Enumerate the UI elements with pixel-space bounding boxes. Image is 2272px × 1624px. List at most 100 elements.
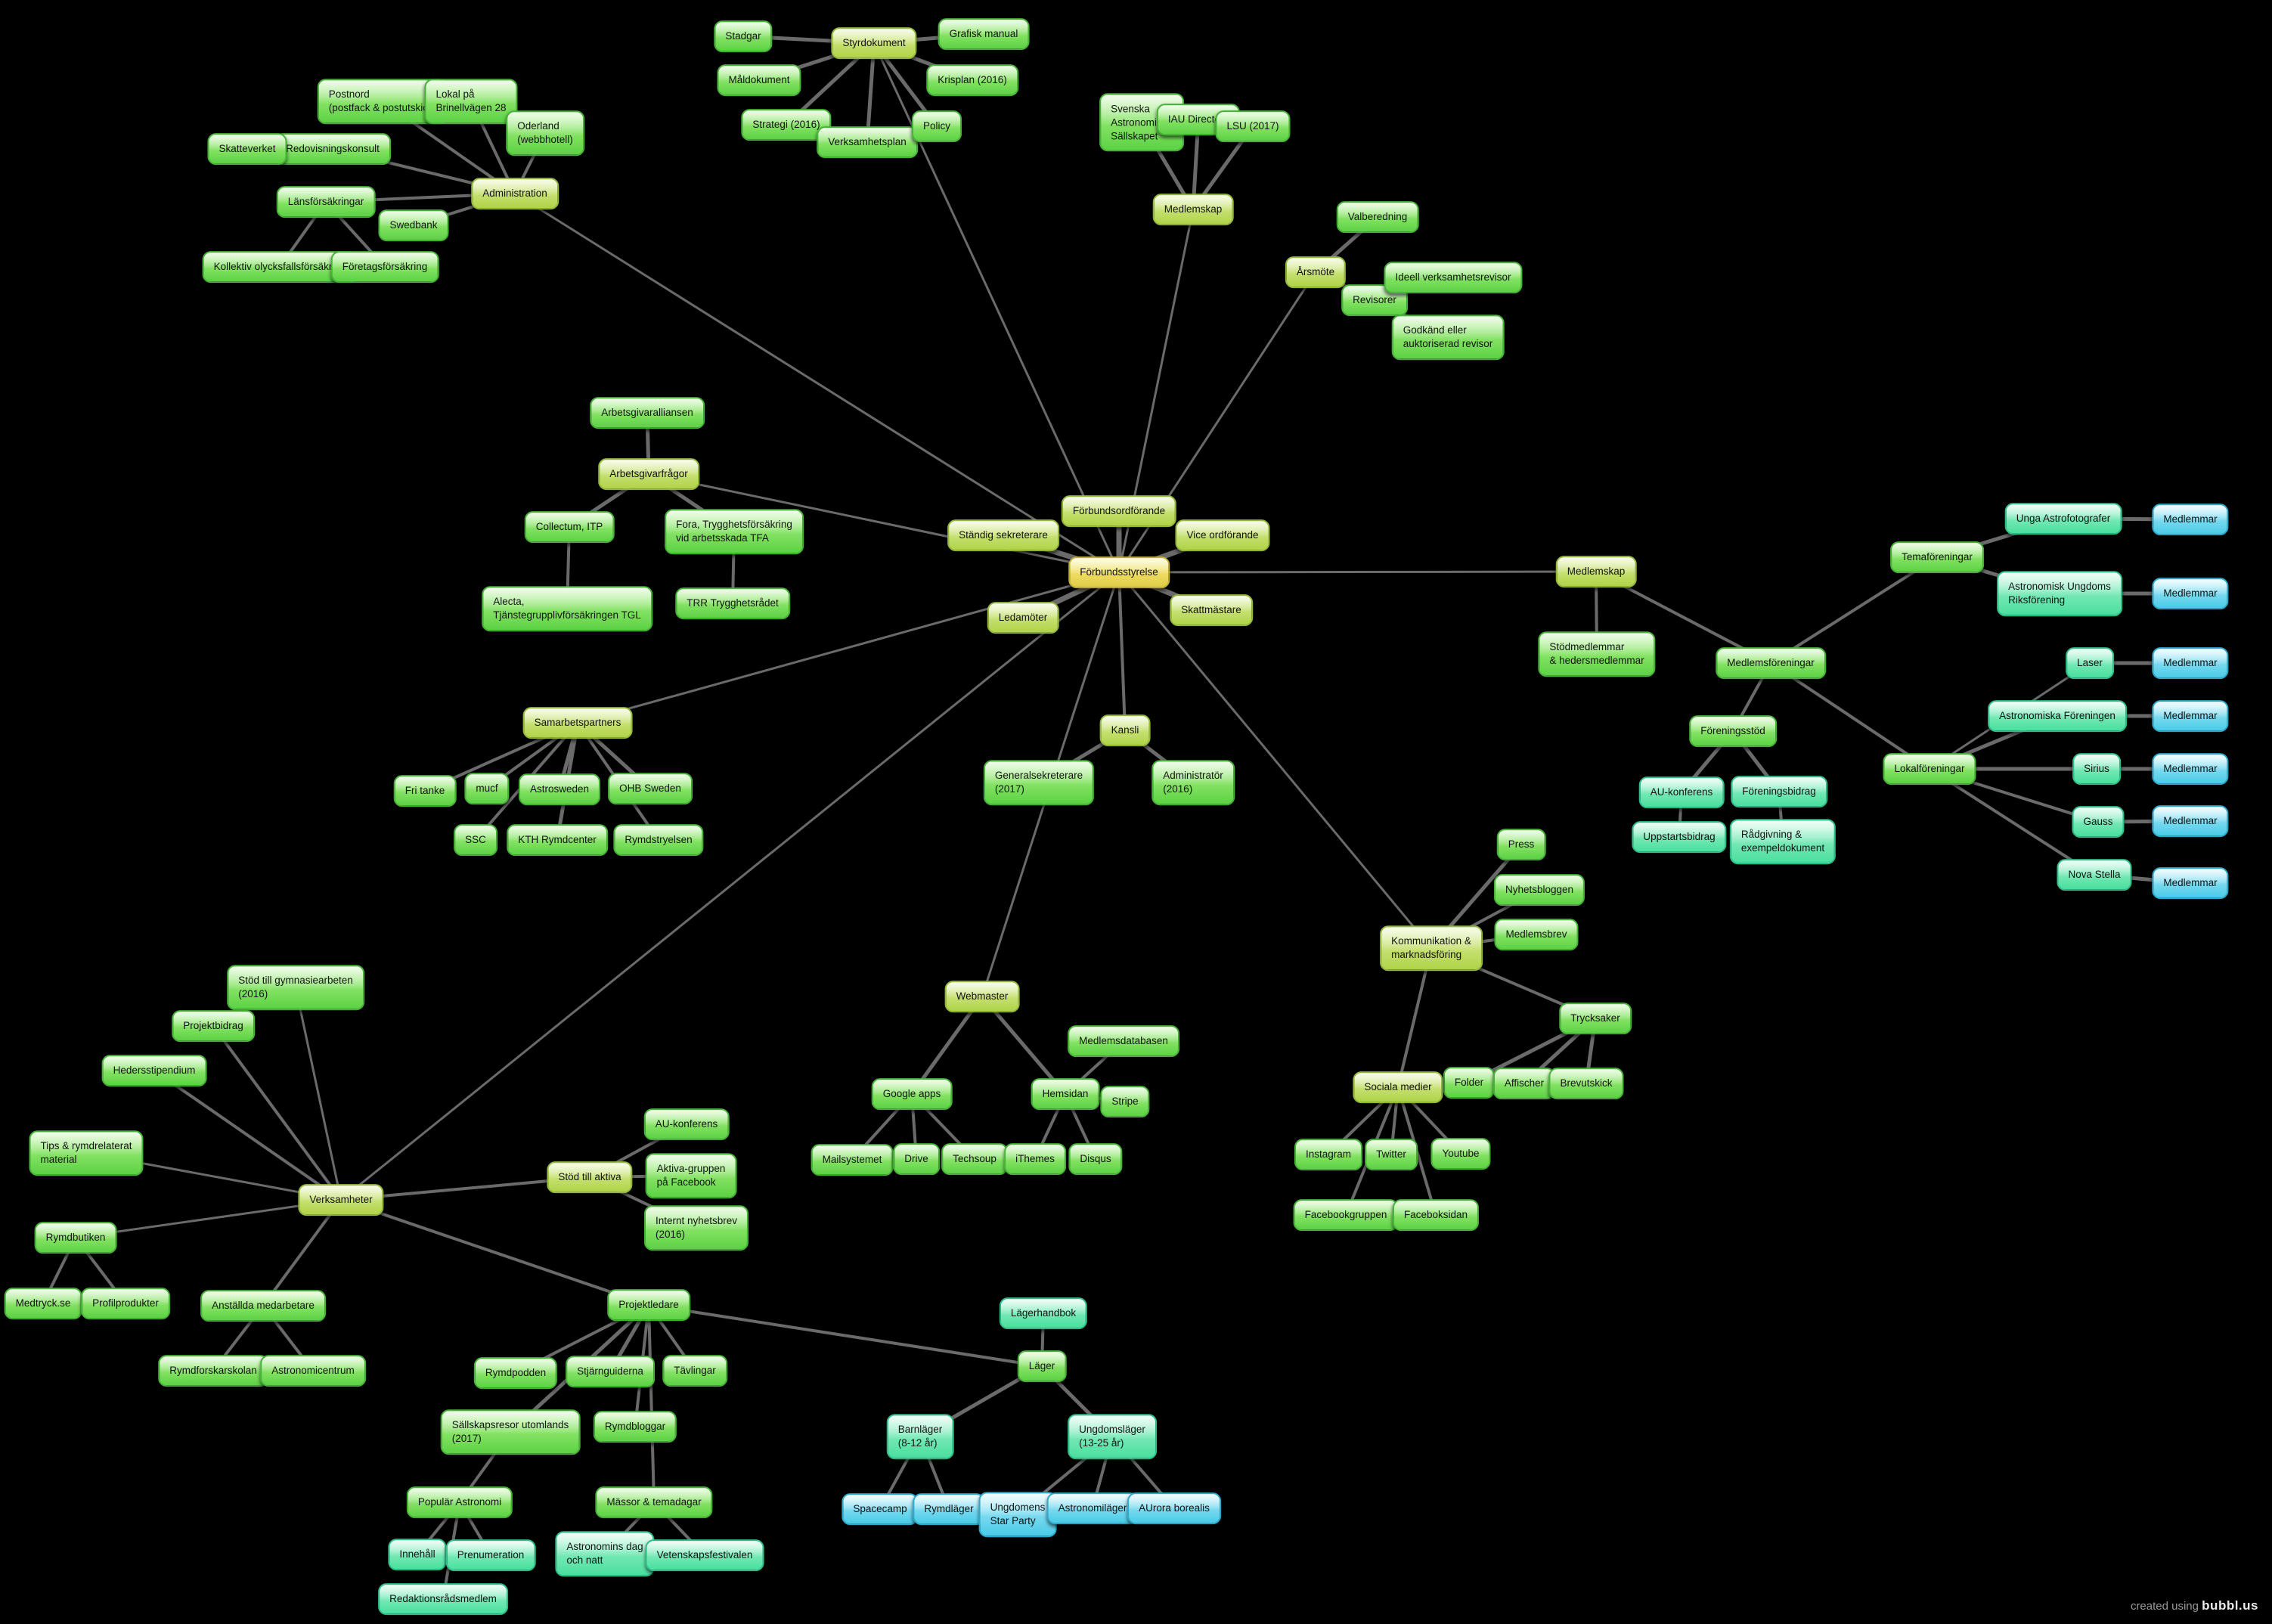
node-vice-ordforande[interactable]: Vice ordförande (1175, 519, 1270, 551)
node-arbetsgivaralliansen[interactable]: Arbetsgivaralliansen (590, 397, 705, 429)
node-medlemsforeningar[interactable]: Medlemsföreningar (1716, 647, 1826, 679)
node-instagram[interactable]: Instagram (1294, 1139, 1363, 1170)
node-au-konferens-right[interactable]: AU-konferens (1638, 776, 1725, 808)
node-medlemsbrev[interactable]: Medlemsbrev (1494, 919, 1579, 950)
node-kommunikation[interactable]: Kommunikation & marknadsföring (1380, 925, 1483, 971)
node-disqus[interactable]: Disqus (1068, 1143, 1123, 1175)
node-medlemmar-6[interactable]: Medlemmar (2152, 805, 2229, 837)
node-tips-rymdrelaterat[interactable]: Tips & rymdrelaterat material (29, 1130, 144, 1176)
node-medlemmar-7[interactable]: Medlemmar (2152, 867, 2229, 899)
node-astronomins-dag[interactable]: Astronomins dag och natt (555, 1531, 655, 1576)
node-innehall[interactable]: Innehåll (388, 1539, 447, 1570)
node-sirius[interactable]: Sirius (2072, 753, 2121, 785)
node-ideell-verksamhetsrevisor[interactable]: Ideell verksamhetsrevisor (1384, 262, 1523, 293)
node-mucf[interactable]: mucf (464, 773, 510, 804)
node-forbundsstyrelse[interactable]: Förbundsstyrelse (1068, 556, 1170, 588)
node-hemsidan[interactable]: Hemsidan (1031, 1078, 1100, 1110)
node-spacecamp[interactable]: Spacecamp (842, 1493, 919, 1525)
node-ssc[interactable]: SSC (454, 824, 497, 856)
node-foreningsbidrag[interactable]: Föreningsbidrag (1731, 776, 1827, 807)
node-aktiva-gruppen[interactable]: Aktiva-gruppen på Facebook (645, 1153, 737, 1198)
node-rymdbloggar[interactable]: Rymdbloggar (593, 1411, 677, 1443)
node-astronomisk-ungdoms-riksforening[interactable]: Astronomisk Ungdoms Riksförening (1997, 571, 2122, 616)
node-medlemmar-3[interactable]: Medlemmar (2152, 647, 2229, 679)
node-trr[interactable]: TRR Trygghetsrådet (675, 587, 790, 619)
node-uppstartsbidrag[interactable]: Uppstartsbidrag (1632, 821, 1727, 853)
node-rymdpodden[interactable]: Rymdpodden (473, 1357, 558, 1389)
node-webmaster[interactable]: Webmaster (944, 981, 1020, 1012)
node-kansli[interactable]: Kansli (1099, 714, 1151, 746)
node-hedersstipendium[interactable]: Hedersstipendium (101, 1055, 207, 1086)
node-astronomilager[interactable]: Astronomiläger (1046, 1492, 1139, 1524)
node-tavlingar[interactable]: Tävlingar (662, 1355, 727, 1387)
node-facebookgruppen[interactable]: Facebookgruppen (1293, 1199, 1399, 1231)
node-revisorer[interactable]: Revisorer (1341, 284, 1408, 316)
node-stadgar[interactable]: Stadgar (714, 20, 773, 52)
node-brevutskick[interactable]: Brevutskick (1548, 1068, 1624, 1099)
node-twitter[interactable]: Twitter (1365, 1139, 1418, 1170)
node-kth-rymdcenter[interactable]: KTH Rymdcenter (507, 824, 608, 856)
node-stjarnguiderna[interactable]: Stjärnguiderna (566, 1356, 655, 1387)
node-styrdokument[interactable]: Styrdokument (831, 27, 917, 59)
node-generalsekreterare[interactable]: Generalsekreterare (2017) (983, 760, 1095, 805)
node-ithemes[interactable]: iThemes (1004, 1143, 1066, 1175)
node-medlemmar-4[interactable]: Medlemmar (2152, 700, 2229, 732)
node-fora-tfa[interactable]: Fora, Trygghetsförsäkring vid arbetsskad… (665, 509, 804, 554)
node-folder[interactable]: Folder (1443, 1067, 1496, 1099)
node-verksamheter[interactable]: Verksamheter (298, 1184, 384, 1216)
node-lokalforeningar[interactable]: Lokalföreningar (1883, 753, 1976, 785)
node-astronomicentrum[interactable]: Astronomicentrum (260, 1355, 366, 1387)
node-sociala-medier[interactable]: Sociala medier (1353, 1071, 1443, 1103)
node-nyhetsbloggen[interactable]: Nyhetsbloggen (1493, 874, 1585, 906)
node-fri-tanke[interactable]: Fri tanke (393, 775, 457, 807)
node-massor-temadagar[interactable]: Mässor & temadagar (595, 1486, 713, 1518)
node-krisplan[interactable]: Krisplan (2016) (926, 64, 1018, 96)
node-skattmastare[interactable]: Skattmästare (1170, 594, 1253, 626)
node-verksamhetsplan[interactable]: Verksamhetsplan (817, 126, 918, 158)
node-youtube[interactable]: Youtube (1430, 1138, 1491, 1170)
node-astrosweden[interactable]: Astrosweden (518, 773, 601, 805)
node-godkand-revisor[interactable]: Godkänd eller auktoriserad revisor (1391, 315, 1505, 360)
node-projektbidrag[interactable]: Projektbidrag (172, 1010, 255, 1042)
node-alecta-tgl[interactable]: Alecta, Tjänstegrupplivförsäkringen TGL (482, 586, 652, 631)
node-iau-directory[interactable]: IAU Directory (1156, 104, 1241, 135)
node-lagerhandbok[interactable]: Lägerhandbok (999, 1297, 1088, 1329)
node-maldokument[interactable]: Måldokument (717, 64, 801, 96)
node-ohb-sweden[interactable]: OHB Sweden (608, 773, 693, 804)
node-temaforeningar[interactable]: Temaföreningar (1890, 541, 1984, 573)
node-administrator[interactable]: Administratör (2016) (1151, 760, 1235, 805)
node-arsmote[interactable]: Årsmöte (1285, 256, 1347, 288)
node-medlemskap-right[interactable]: Medlemskap (1555, 556, 1637, 587)
node-popular-astronomi[interactable]: Populär Astronomi (406, 1486, 513, 1518)
node-barnlager[interactable]: Barnläger (8-12 år) (886, 1414, 954, 1459)
node-techsoup[interactable]: Techsoup (941, 1143, 1008, 1175)
node-anstallda-medarbetare[interactable]: Anställda medarbetare (200, 1290, 326, 1322)
node-radgivning[interactable]: Rådgivning & exempeldokument (1729, 819, 1837, 864)
node-standig-sekreterare[interactable]: Ständig sekreterare (947, 519, 1059, 551)
node-unga-astrofotografer[interactable]: Unga Astrofotografer (2004, 503, 2122, 535)
node-oderland[interactable]: Oderland (webbhotell) (506, 110, 584, 156)
node-ungdomens-star-party[interactable]: Ungdomens Star Party (978, 1492, 1057, 1537)
node-kollektiv-olycksfall[interactable]: Kollektiv olycksfallsförsäkring (202, 251, 358, 283)
node-nova-stella[interactable]: Nova Stella (2057, 859, 2132, 891)
node-google-apps[interactable]: Google apps (871, 1078, 953, 1110)
node-ledamoter[interactable]: Ledamöter (987, 602, 1059, 634)
node-gauss[interactable]: Gauss (2072, 806, 2125, 838)
node-affischer[interactable]: Affischer (1492, 1068, 1556, 1099)
node-faceboksidan[interactable]: Faceboksidan (1392, 1199, 1480, 1231)
node-medtryck[interactable]: Medtryck.se (4, 1288, 82, 1319)
node-vetenskapsfestivalen[interactable]: Vetenskapsfestivalen (645, 1539, 764, 1571)
node-arbetsgivarfragor[interactable]: Arbetsgivarfrågor (598, 458, 699, 490)
node-medlemmar-5[interactable]: Medlemmar (2152, 753, 2229, 785)
node-medlemsdatabasen[interactable]: Medlemsdatabasen (1068, 1025, 1179, 1057)
node-stod-gymnasiearbeten[interactable]: Stöd till gymnasiearbeten (2016) (227, 965, 364, 1010)
node-trycksaker[interactable]: Trycksaker (1559, 1003, 1632, 1034)
node-stripe[interactable]: Stripe (1100, 1086, 1150, 1117)
node-laser[interactable]: Laser (2066, 647, 2114, 679)
node-aurora-borealis[interactable]: AUrora borealis (1127, 1492, 1221, 1524)
node-rymdlager[interactable]: Rymdläger (913, 1493, 985, 1525)
node-astronomiska-foreningen[interactable]: Astronomiska Föreningen (1988, 700, 2127, 732)
node-lansforsakringar[interactable]: Länsförsäkringar (276, 186, 376, 218)
node-grafisk-manual[interactable]: Grafisk manual (938, 18, 1030, 50)
